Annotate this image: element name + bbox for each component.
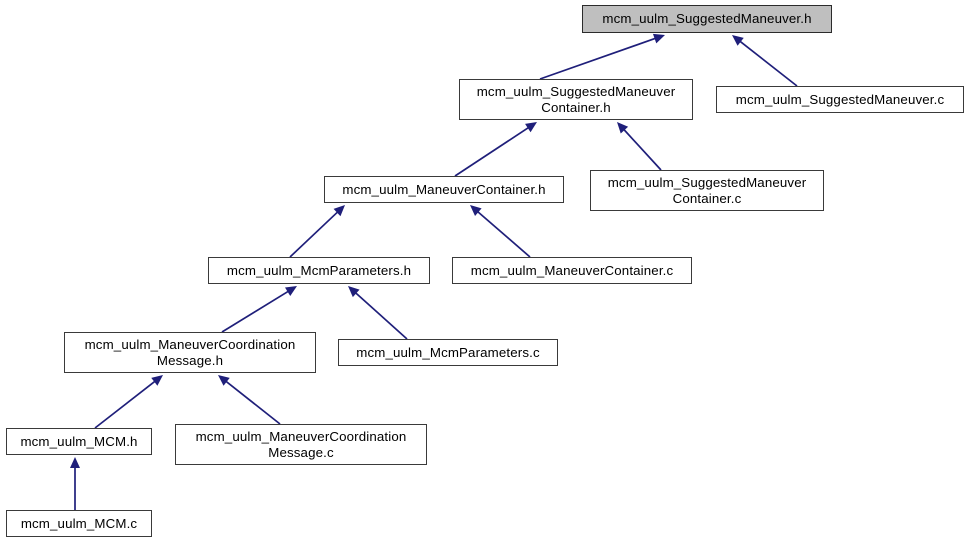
edge-arrowhead bbox=[285, 286, 297, 297]
graph-node-mcm_c[interactable]: mcm_uulm_MCM.c bbox=[6, 510, 152, 537]
edge-line bbox=[539, 37, 657, 80]
graph-node-label: mcm_uulm_McmParameters.c bbox=[356, 344, 540, 360]
graph-node-label: mcm_uulm_ManeuverContainer.c bbox=[470, 262, 674, 278]
graph-node-label: mcm_uulm_ManeuverCoordination Message.c bbox=[195, 429, 407, 460]
edge-line bbox=[622, 128, 662, 171]
edge-line bbox=[738, 39, 798, 87]
graph-node-label: mcm_uulm_ManeuverCoordination Message.h bbox=[84, 337, 296, 368]
edge-line bbox=[94, 379, 157, 429]
edge-line bbox=[476, 210, 531, 258]
graph-node-maneuver_container_c[interactable]: mcm_uulm_ManeuverContainer.c bbox=[452, 257, 692, 284]
graph-node-maneuver_coordination_message_h[interactable]: mcm_uulm_ManeuverCoordination Message.h bbox=[64, 332, 316, 373]
graph-node-suggested_maneuver_container_c[interactable]: mcm_uulm_SuggestedManeuver Container.c bbox=[590, 170, 824, 211]
edge-arrowhead bbox=[333, 205, 345, 217]
graph-node-mcm_parameters_c[interactable]: mcm_uulm_McmParameters.c bbox=[338, 339, 558, 366]
graph-node-label: mcm_uulm_MCM.h bbox=[20, 433, 138, 449]
graph-node-label: mcm_uulm_ManeuverContainer.h bbox=[342, 181, 546, 197]
edge-line bbox=[221, 289, 290, 333]
edge-arrowhead bbox=[348, 286, 360, 298]
graph-node-label: mcm_uulm_SuggestedManeuver.h bbox=[602, 11, 812, 27]
graph-node-label: mcm_uulm_SuggestedManeuver Container.c bbox=[607, 175, 807, 206]
graph-node-maneuver_container_h[interactable]: mcm_uulm_ManeuverContainer.h bbox=[324, 176, 564, 203]
edge-line bbox=[354, 291, 408, 340]
edge-arrowhead bbox=[70, 457, 80, 468]
edge-arrowhead bbox=[525, 122, 537, 133]
graph-node-mcm_h[interactable]: mcm_uulm_MCM.h bbox=[6, 428, 152, 455]
edge-arrowhead bbox=[151, 375, 163, 386]
graph-node-mcm_parameters_h[interactable]: mcm_uulm_McmParameters.h bbox=[208, 257, 430, 284]
edge-line bbox=[224, 379, 281, 425]
edge-arrowhead bbox=[652, 33, 665, 44]
edge-arrowhead bbox=[732, 35, 744, 46]
graph-node-suggested_maneuver_c[interactable]: mcm_uulm_SuggestedManeuver.c bbox=[716, 86, 964, 113]
graph-node-maneuver_coordination_message_c[interactable]: mcm_uulm_ManeuverCoordination Message.c bbox=[175, 424, 427, 465]
edge-arrowhead bbox=[617, 122, 629, 134]
graph-node-label: mcm_uulm_McmParameters.h bbox=[226, 262, 412, 278]
graph-node-suggested_maneuver_h[interactable]: mcm_uulm_SuggestedManeuver.h bbox=[582, 5, 832, 33]
graph-node-suggested_maneuver_container_h[interactable]: mcm_uulm_SuggestedManeuver Container.h bbox=[459, 79, 693, 120]
edge-arrowhead bbox=[470, 205, 482, 216]
edge-line bbox=[289, 210, 340, 258]
edge-line bbox=[454, 126, 530, 177]
graph-node-label: mcm_uulm_MCM.c bbox=[20, 515, 138, 531]
edge-arrowhead bbox=[218, 375, 230, 386]
graph-node-label: mcm_uulm_SuggestedManeuver.c bbox=[735, 91, 945, 107]
graph-node-label: mcm_uulm_SuggestedManeuver Container.h bbox=[476, 84, 676, 115]
